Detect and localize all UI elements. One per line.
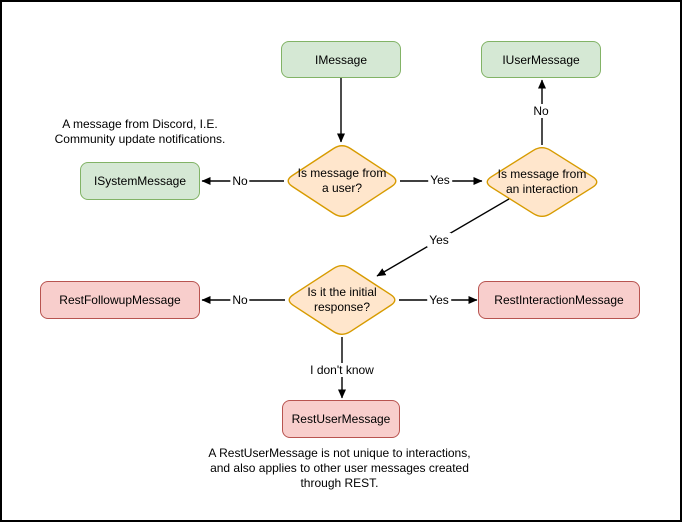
decision-shape-from-interaction (486, 146, 598, 218)
node-imessage: IMessage (281, 41, 401, 78)
edge-label-initial-yes: Yes (427, 293, 451, 307)
node-restusermessage: RestUserMessage (282, 400, 400, 438)
edge-label-initial-no: No (230, 293, 250, 307)
decision-label-from-interaction: Is message from an interaction (497, 167, 587, 196)
decision-shape-from-user (287, 145, 397, 217)
node-restfollowupmessage: RestFollowupMessage (40, 281, 200, 319)
edge-label-from-user-no: No (230, 174, 250, 188)
edge-label-from-interaction-yes: Yes (427, 233, 451, 247)
node-isystemmessage: ISystemMessage (80, 162, 200, 200)
edge-label-initial-unknown: I don't know (308, 363, 376, 377)
decision-shape-initial-response (288, 265, 396, 335)
node-iusermessage: IUserMessage (481, 41, 601, 78)
edge-label-from-interaction-no: No (531, 104, 551, 118)
decision-label-initial-response: Is it the initial response? (307, 285, 377, 314)
decision-label-from-user: Is message from a user? (297, 166, 387, 195)
edge-label-from-user-yes: Yes (428, 173, 452, 187)
node-restinteractionmessage: RestInteractionMessage (478, 281, 640, 319)
note-system-message: A message from Discord, I.E. Community u… (54, 117, 226, 146)
note-rest-user-message: A RestUserMessage is not unique to inter… (208, 446, 471, 490)
